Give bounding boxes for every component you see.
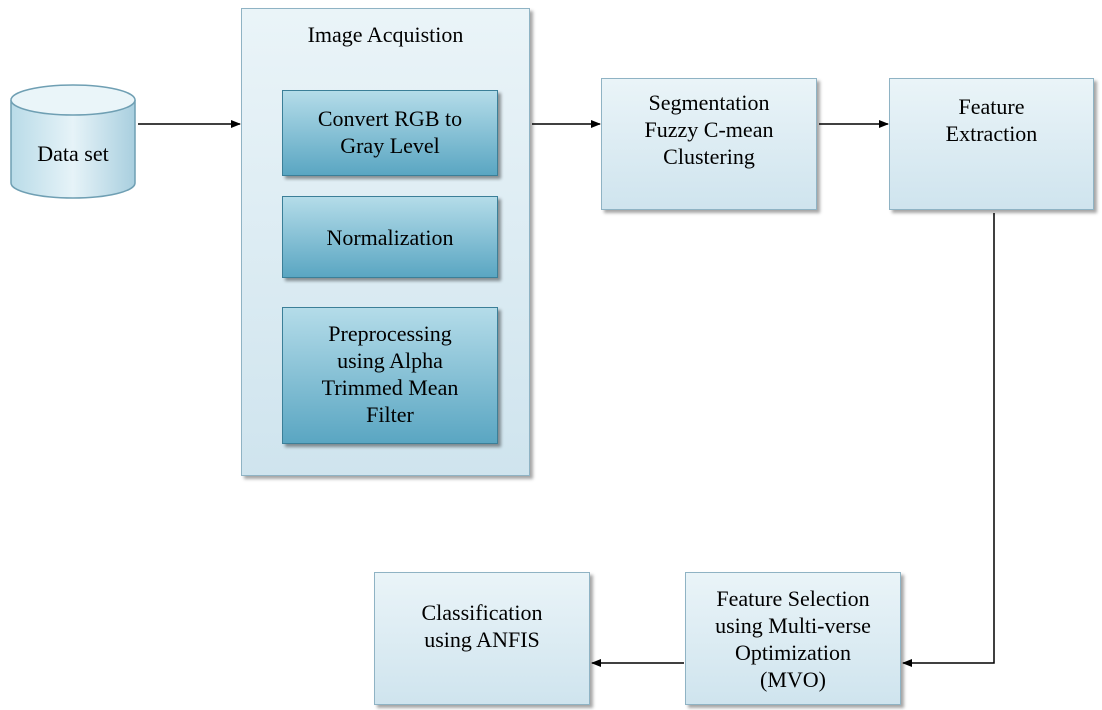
classification-label: Classification using ANFIS — [421, 600, 543, 652]
segmentation-label: Segmentation Fuzzy C-mean Clustering — [644, 90, 774, 169]
preprocessing-box: Preprocessing using Alpha Trimmed Mean F… — [282, 307, 498, 444]
dataset-node: Data set — [8, 82, 138, 202]
feature-selection-box: Feature Selection using Multi-verse Opti… — [685, 572, 901, 705]
image-acquisition-title: Image Acquistion — [307, 22, 464, 47]
convert-rgb-box: Convert RGB to Gray Level — [282, 90, 498, 176]
dataset-label: Data set — [37, 141, 109, 166]
arrow-extraction-to-selection — [902, 213, 995, 667]
feature-extraction-box: Feature Extraction — [889, 78, 1094, 210]
classification-box: Classification using ANFIS — [374, 572, 590, 705]
segmentation-box: Segmentation Fuzzy C-mean Clustering — [601, 78, 817, 210]
normalization-box: Normalization — [282, 196, 498, 278]
normalization-label: Normalization — [326, 225, 454, 250]
convert-rgb-label: Convert RGB to Gray Level — [317, 106, 463, 158]
database-cylinder-icon — [10, 84, 136, 199]
feature-extraction-label: Feature Extraction — [945, 94, 1038, 146]
preprocessing-label: Preprocessing using Alpha Trimmed Mean F… — [321, 321, 459, 427]
feature-selection-label: Feature Selection using Multi-verse Opti… — [715, 586, 871, 692]
